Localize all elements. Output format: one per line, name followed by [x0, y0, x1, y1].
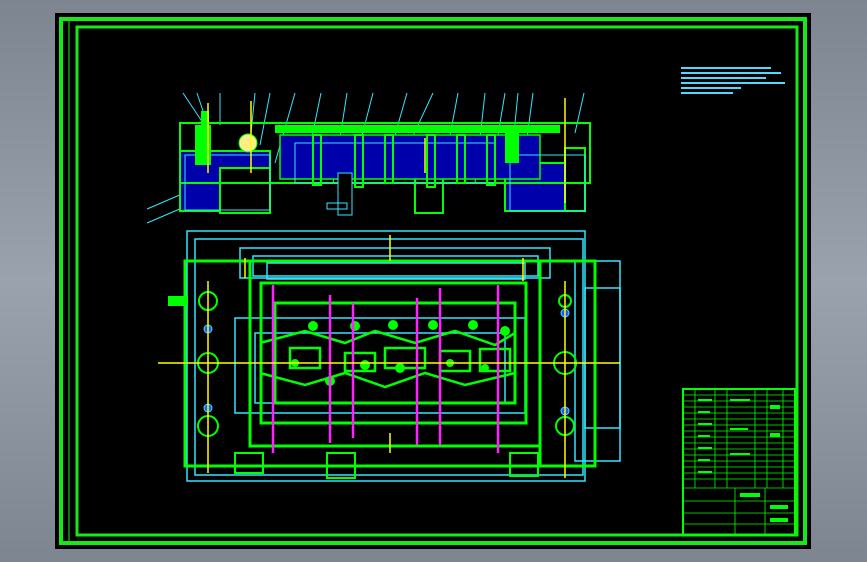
title-block-grid [683, 389, 795, 535]
outer-border [59, 17, 807, 545]
title-block[interactable] [682, 388, 796, 536]
centerlines-section [207, 98, 566, 203]
punch-plate [279, 134, 541, 180]
cad-drawing-canvas[interactable] [55, 13, 811, 549]
centerlines-plan [158, 235, 620, 478]
cad-viewport[interactable] [55, 13, 811, 549]
title-block-frame [682, 388, 796, 536]
pierce-holes [291, 320, 510, 386]
title-block-marks [698, 399, 788, 522]
bottom-left-block [234, 452, 264, 474]
bottom-feed-block [326, 452, 356, 479]
bolt-head [326, 202, 348, 210]
left-locator-block [168, 296, 188, 306]
stripper-bolt [337, 172, 353, 216]
punches [312, 134, 496, 188]
inner-border [75, 25, 799, 537]
magenta-guide-rails [271, 285, 500, 453]
strip-layout [259, 329, 516, 389]
section-view[interactable] [146, 92, 591, 224]
guide-bush-highlight [238, 133, 258, 153]
plan-view[interactable] [158, 230, 621, 482]
guide-posts [195, 111, 519, 165]
bottom-right-block [509, 452, 539, 477]
cyan-boundary [186, 230, 621, 482]
upper-die-shoe [275, 125, 560, 133]
